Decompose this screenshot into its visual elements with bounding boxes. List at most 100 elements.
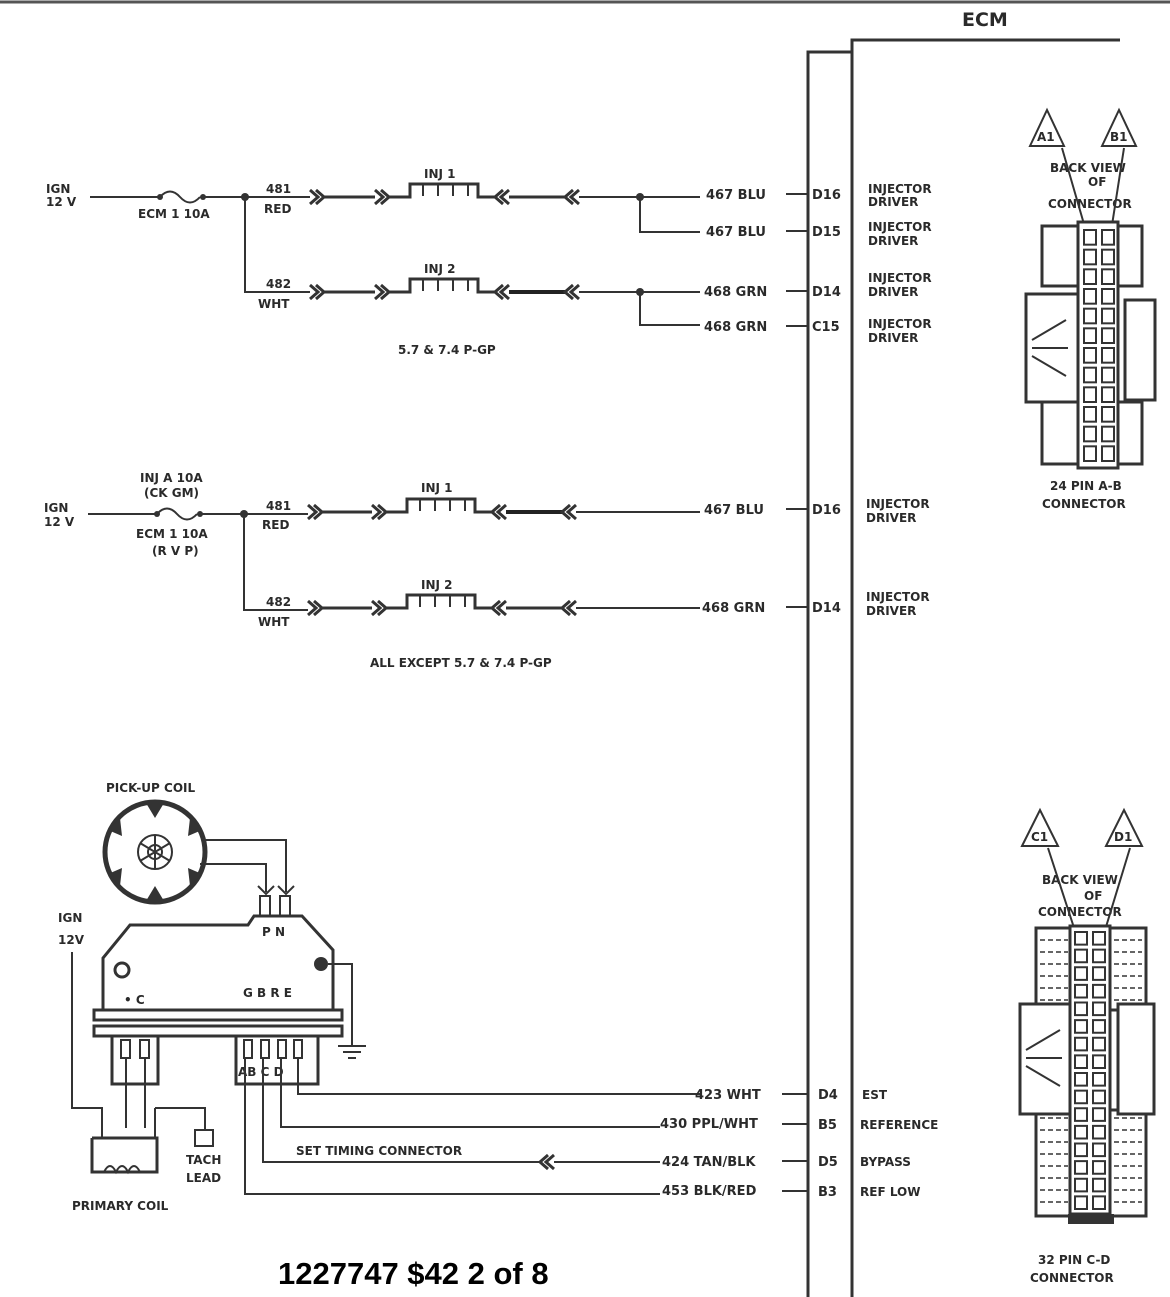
section-caption: ALL EXCEPT 5.7 & 7.4 P-GP <box>370 656 552 670</box>
connector-pin <box>1092 1089 1106 1105</box>
pin-function: INJECTOR <box>866 590 930 604</box>
pin-function: INJECTOR <box>868 182 932 196</box>
connector-pin <box>1074 983 1088 999</box>
connector-pin <box>1074 1124 1088 1140</box>
connector-pin <box>1083 327 1097 345</box>
triangle-tag-icon <box>1028 107 1066 147</box>
wire-label: 430 PPL/WHT <box>660 1117 758 1132</box>
view-label: BACK VIEW <box>1042 873 1118 887</box>
pin-id: D16 <box>812 188 841 203</box>
connector-pin <box>1101 268 1115 286</box>
connector-pin <box>1074 1177 1088 1193</box>
ign-label: IGN <box>46 182 70 196</box>
inj1-label: INJ 1 <box>424 167 456 181</box>
section-caption: 5.7 & 7.4 P-GP <box>398 343 496 357</box>
wire-label: 468 GRN <box>704 285 767 300</box>
pin-function: REFERENCE <box>860 1118 938 1132</box>
pin-function: DRIVER <box>868 331 918 345</box>
fuse-label: (R V P) <box>152 544 199 558</box>
connector-pin <box>1074 1054 1088 1069</box>
document-id-footer: 1227747 $42 2 of 8 <box>278 1256 549 1291</box>
wire-color: WHT <box>258 297 290 311</box>
connector-name: 32 PIN C-D <box>1038 1253 1110 1267</box>
ground-icon <box>338 1045 366 1059</box>
wire-color: RED <box>264 202 291 216</box>
pin-id: D5 <box>818 1155 838 1170</box>
connector-pin <box>1092 1036 1106 1052</box>
connector-pin <box>1101 248 1115 266</box>
pin-row: 453 BLK/RED B3 REF LOW <box>662 1184 920 1200</box>
ignition-module-icon <box>101 914 335 1010</box>
connector-pin <box>1101 406 1115 423</box>
view-label: CONNECTOR <box>1038 905 1122 919</box>
view-label: OF <box>1088 175 1106 189</box>
injector-2-icon <box>389 277 495 294</box>
pin-id: D15 <box>812 225 841 240</box>
pin-row: 468 GRN D14 INJECTOR DRIVER <box>704 271 932 300</box>
connector-pin <box>1092 966 1106 981</box>
connector-pin <box>1092 1072 1106 1087</box>
connector-pin <box>1092 1177 1106 1193</box>
wire-label: 468 GRN <box>704 320 767 335</box>
view-label: OF <box>1084 889 1102 903</box>
tag-label: B1 <box>1110 130 1128 144</box>
pin-function: INJECTOR <box>868 271 932 285</box>
injector-1-icon <box>389 182 495 199</box>
pickup-coil-icon <box>102 799 208 905</box>
connector-pin <box>1101 288 1115 305</box>
connector-pin <box>1083 288 1097 305</box>
connector-pin <box>1083 366 1097 384</box>
fuse-icon <box>156 507 198 521</box>
connector-pin <box>1092 1142 1106 1158</box>
connector-pin <box>1101 327 1115 345</box>
ecm-title: ECM <box>962 9 1008 31</box>
connector-pin <box>1074 1072 1088 1087</box>
connector-pin <box>1083 248 1097 266</box>
wire-label: 467 BLU <box>706 188 766 203</box>
connector-pin <box>1092 983 1106 999</box>
connector-pin <box>1101 425 1115 443</box>
connector-pin <box>1074 948 1088 964</box>
connector-pin <box>1101 229 1115 246</box>
connector-pin <box>1101 366 1115 384</box>
wire-number: 482 <box>266 277 291 291</box>
pin-function: DRIVER <box>866 511 916 525</box>
pin-row: 467 BLU D16 INJECTOR DRIVER <box>706 182 932 209</box>
inj2-label: INJ 2 <box>421 578 453 592</box>
connector-32-pin-cd: C1 D1 BACK VIEW OF CONNECTOR 32 PIN C-D … <box>1018 807 1156 1285</box>
module-pn-label: P N <box>262 925 285 939</box>
pin-id: B3 <box>818 1185 837 1200</box>
pin-grid <box>1074 931 1106 1210</box>
tag-label: D1 <box>1114 830 1132 844</box>
fuse-label: (CK GM) <box>144 486 199 500</box>
pin-id: D14 <box>812 601 841 616</box>
connector-name: 24 PIN A-B <box>1050 479 1122 493</box>
connector-pin <box>1074 1160 1088 1175</box>
wire-label: 424 TAN/BLK <box>662 1155 756 1170</box>
tach-lead-icon <box>194 1129 214 1147</box>
injector-2-icon <box>386 593 492 610</box>
wire-number: 481 <box>266 182 291 196</box>
pin-row: 467 BLU D16 INJECTOR DRIVER <box>704 497 930 525</box>
pin-function: INJECTOR <box>868 220 932 234</box>
ignition-circuit: PICK-UP COIL P N IGN 12V • C G B R E <box>58 781 938 1213</box>
pin-row: 468 GRN C15 INJECTOR DRIVER <box>704 317 932 345</box>
pickup-coil-label: PICK-UP COIL <box>106 781 195 795</box>
primary-coil-icon <box>90 1136 159 1174</box>
injector-circuit-5-7-7-4: IGN 12 V ECM 1 10A 481 RED 482 WHT INJ 1 <box>46 167 932 357</box>
connector-pin <box>1083 386 1097 404</box>
fuse-icon <box>159 190 201 204</box>
pin-function: DRIVER <box>868 285 918 299</box>
wire-color: RED <box>262 518 289 532</box>
wire-label: 467 BLU <box>706 225 766 240</box>
module-gbre-label: G B R E <box>243 986 292 1000</box>
connector-pin <box>1092 1001 1106 1017</box>
connector-pin <box>1101 445 1115 463</box>
connector-24-pin-ab: A1 B1 BACK VIEW OF CONNECTOR 24 PIN A-B … <box>1024 107 1157 511</box>
connector-pin <box>1092 1019 1106 1034</box>
connector-pin <box>1074 1036 1088 1052</box>
dashed-lines <box>1040 939 1142 1203</box>
connector-pin <box>1074 1001 1088 1017</box>
ign-voltage-label: 12 V <box>46 195 77 209</box>
tach-label: TACH <box>186 1153 221 1167</box>
